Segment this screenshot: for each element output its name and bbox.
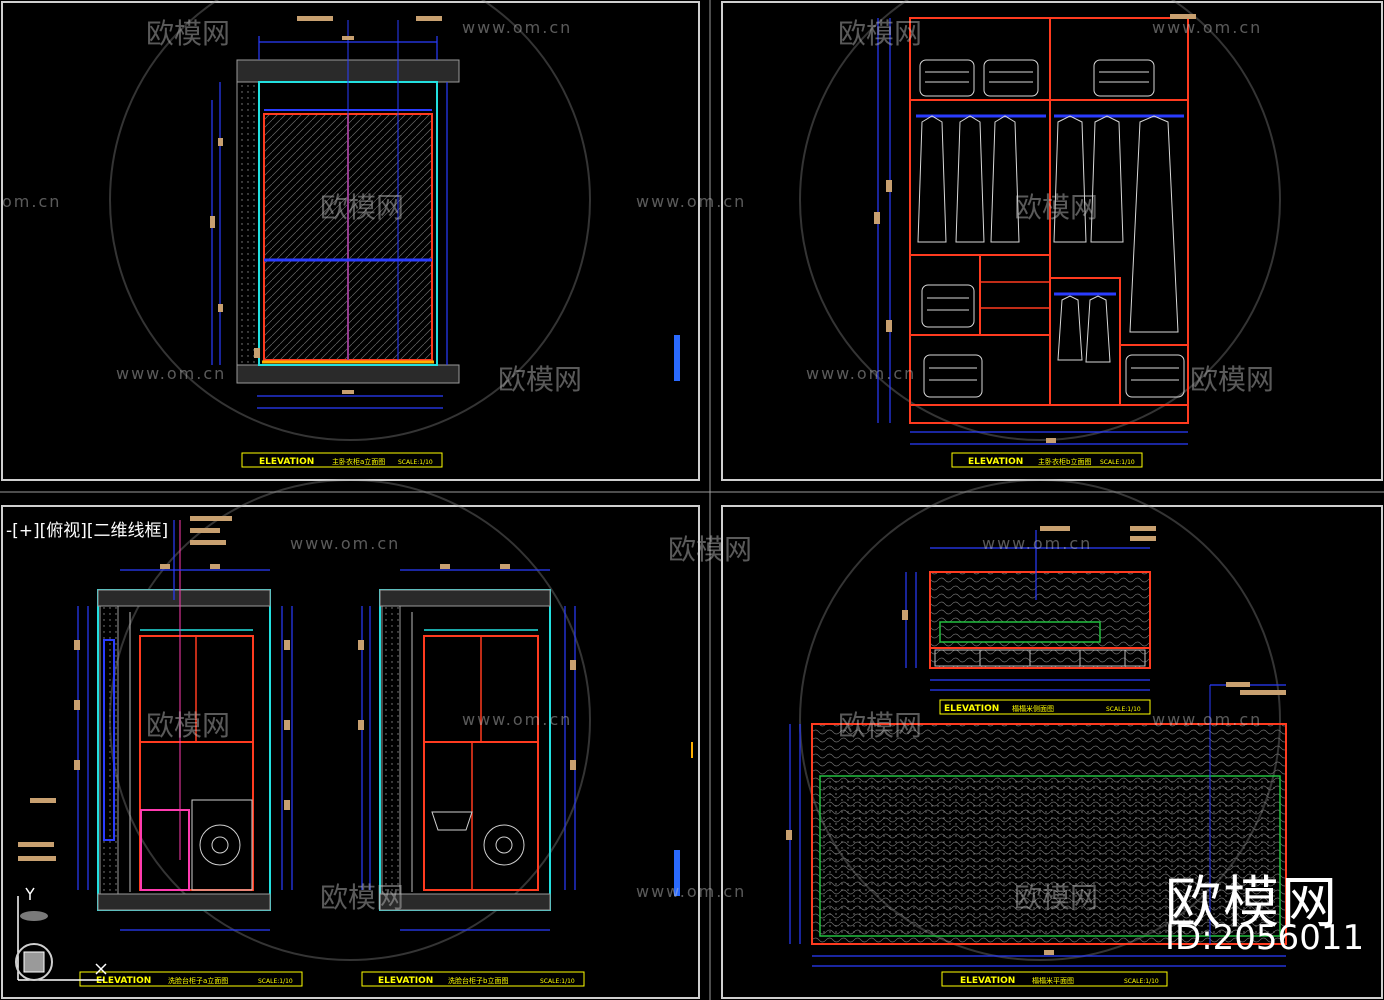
watermark-url: www.om.cn [806,364,917,383]
title-block-5-tag: ELEVATION [944,704,999,714]
title-block-4: ELEVATION 洗脸台柜子b立面图 SCALE:1/10 [361,971,585,987]
title-block-6-tag: ELEVATION [960,976,1015,986]
title-block-3-name: 洗脸台柜子a立面图 [168,976,228,985]
watermark-logo: 欧模网 [146,709,231,742]
watermark-logo: 欧模网 [1014,881,1099,914]
brand-id: ID:2056011 [1165,918,1365,958]
title-block-1-name: 主卧衣柜a立面图 [332,457,385,466]
watermark-url: www.om.cn [1152,710,1263,729]
brand-name: 欧模网 [1165,871,1339,936]
watermark-logo: 欧模网 [320,881,405,914]
title-block-6: ELEVATION 榻榻米平面图 SCALE:1/10 [941,971,1168,987]
watermark-url: om.cn [2,192,62,211]
navigation-wheel-icon[interactable] [15,911,53,981]
plan-tatami[interactable] [786,682,1287,967]
title-block-4-name: 洗脸台柜子b立面图 [448,976,508,985]
title-block-5-name: 榻榻米侧面图 [1012,704,1054,713]
watermark-logo: 欧模网 [1014,191,1099,224]
elevation-tatami-side[interactable] [902,526,1156,691]
title-block-1-scale: SCALE:1/10 [398,459,433,466]
title-block-2-tag: ELEVATION [968,457,1023,467]
elevation-vanity-a[interactable] [18,516,293,931]
watermark-url: www.om.cn [982,534,1093,553]
title-block-2-name: 主卧衣柜b立面图 [1038,457,1091,466]
title-block-1: ELEVATION 主卧衣柜a立面图 SCALE:1/10 [241,452,443,468]
title-block-2: ELEVATION 主卧衣柜b立面图 SCALE:1/10 [951,452,1143,468]
watermark-url: www.om.cn [1152,18,1263,37]
watermark-url: www.om.cn [636,192,747,211]
title-block-3: ELEVATION 洗脸台柜子a立面图 SCALE:1/10 [79,971,303,987]
watermark-logo: 欧模网 [668,533,753,566]
scrollbar-thumb-top-left[interactable] [674,335,680,381]
watermark-url: www.om.cn [116,364,227,383]
scrollbar-thumb-bottom-left[interactable] [674,850,680,896]
watermark-arcs [109,0,1281,961]
watermark-logo: 欧模网 [838,17,923,50]
watermark-logo: 欧模网 [838,709,923,742]
viewport-label[interactable]: -[+][俯视][二维线框] [6,521,169,541]
elevation-vanity-b[interactable] [358,564,576,931]
title-block-3-scale: SCALE:1/10 [258,978,293,985]
watermark-url: www.om.cn [636,882,747,901]
title-block-4-tag: ELEVATION [378,976,433,986]
title-block-6-scale: SCALE:1/10 [1124,978,1159,985]
elevation-wardrobe-a[interactable] [210,16,460,409]
title-block-5: ELEVATION 榻榻米侧面图 SCALE:1/10 [939,699,1151,715]
watermark-url: www.om.cn [290,534,401,553]
title-block-5-scale: SCALE:1/10 [1106,706,1141,713]
title-block-1-tag: ELEVATION [259,457,314,467]
watermark-url: www.om.cn [462,18,573,37]
elevation-wardrobe-b[interactable] [874,14,1196,445]
title-block-6-name: 榻榻米平面图 [1032,976,1074,985]
title-block-2-scale: SCALE:1/10 [1100,459,1135,466]
watermark-logo: 欧模网 [498,363,583,396]
title-block-4-scale: SCALE:1/10 [540,978,575,985]
watermark-logo: 欧模网 [1190,363,1275,396]
watermark-logo: 欧模网 [320,191,405,224]
watermark-url: www.om.cn [462,710,573,729]
title-block-3-tag: ELEVATION [96,976,151,986]
watermark-logo: 欧模网 [146,17,231,50]
